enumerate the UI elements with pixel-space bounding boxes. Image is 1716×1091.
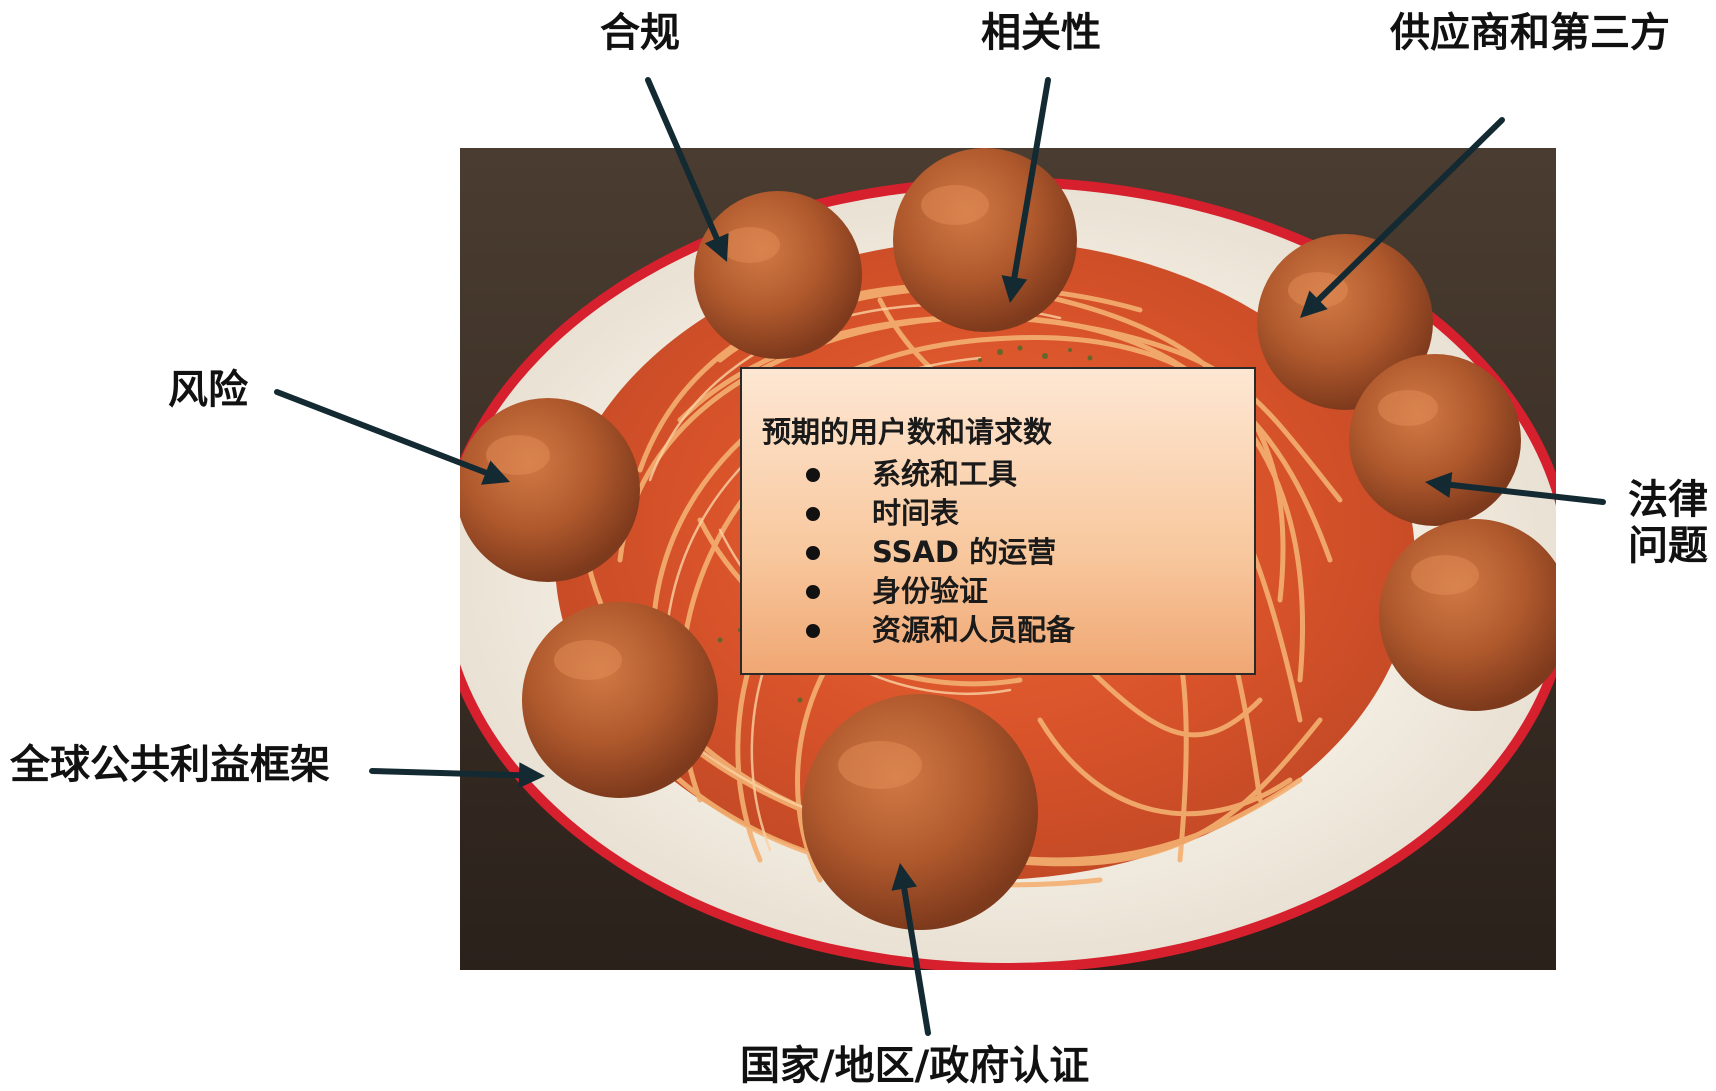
label-legal: 法律 问题 bbox=[1628, 477, 1708, 569]
meatball bbox=[522, 602, 718, 798]
info-box-list: 系统和工具 时间表 SSAD 的运营 身份验证 资源和人员配备 bbox=[762, 455, 1234, 650]
bullet-icon bbox=[806, 467, 820, 482]
arrow-relevance bbox=[1001, 77, 1051, 303]
meatball bbox=[1379, 519, 1556, 711]
arrow-suppliers bbox=[1300, 117, 1505, 318]
list-item-label: 系统和工具 bbox=[872, 457, 1018, 491]
list-item-label: 资源和人员配备 bbox=[872, 613, 1076, 647]
list-item-label: 时间表 bbox=[872, 496, 960, 530]
list-item: SSAD 的运营 bbox=[762, 533, 1234, 572]
info-box-title: 预期的用户数和请求数 bbox=[762, 415, 1053, 449]
meatball bbox=[694, 191, 862, 359]
arrow-legal-shaft bbox=[1447, 481, 1606, 505]
list-item: 系统和工具 bbox=[762, 455, 1234, 494]
arrow-certification bbox=[891, 863, 931, 1036]
label-relevance: 相关性 bbox=[981, 10, 1101, 56]
bullet-icon bbox=[806, 545, 820, 560]
meatball bbox=[460, 398, 640, 582]
arrow-relevance-head bbox=[1001, 275, 1028, 303]
meatball bbox=[893, 148, 1077, 332]
list-item-label: 身份验证 bbox=[872, 574, 989, 608]
arrow-risk-head bbox=[481, 460, 510, 485]
label-compliance: 合规 bbox=[600, 10, 680, 56]
arrow-compliance-head bbox=[704, 232, 729, 262]
label-risk: 风险 bbox=[168, 367, 248, 413]
meatball bbox=[1349, 354, 1521, 526]
arrow-legal-head bbox=[1425, 471, 1453, 498]
list-item: 时间表 bbox=[762, 494, 1234, 533]
arrow-framework-head bbox=[518, 762, 545, 789]
arrow-framework-shaft bbox=[369, 768, 523, 779]
arrow-relevance-shaft bbox=[1011, 77, 1051, 281]
bullet-icon bbox=[806, 506, 820, 521]
label-framework: 全球公共利益框架 bbox=[10, 742, 330, 788]
arrow-risk-shaft bbox=[274, 389, 489, 476]
label-certification: 国家/地区/政府认证 bbox=[740, 1043, 1090, 1089]
bullet-icon bbox=[806, 584, 820, 599]
meatball bbox=[802, 694, 1038, 930]
bullet-icon bbox=[806, 623, 820, 638]
arrow-suppliers-shaft bbox=[1315, 117, 1505, 303]
arrow-certification-shaft bbox=[901, 885, 931, 1036]
arrow-risk bbox=[274, 389, 510, 485]
arrow-framework bbox=[369, 762, 545, 789]
arrow-suppliers-head bbox=[1300, 290, 1328, 318]
list-item-label: SSAD 的运营 bbox=[872, 535, 1057, 569]
arrow-compliance-shaft bbox=[645, 77, 720, 242]
callout-arrows bbox=[274, 77, 1606, 1036]
label-legal-line2: 问题 bbox=[1628, 523, 1708, 569]
meatball-highlights bbox=[486, 185, 1479, 789]
label-legal-line1: 法律 bbox=[1628, 477, 1708, 523]
arrow-compliance bbox=[645, 77, 729, 262]
label-suppliers: 供应商和第三方 bbox=[1390, 10, 1670, 56]
list-item: 资源和人员配备 bbox=[762, 611, 1234, 650]
arrow-certification-head bbox=[891, 863, 918, 891]
list-item: 身份验证 bbox=[762, 572, 1234, 611]
info-box: 预期的用户数和请求数 系统和工具 时间表 SSAD 的运营 身份验证 资源和人员… bbox=[740, 367, 1256, 675]
arrow-legal bbox=[1425, 471, 1606, 505]
